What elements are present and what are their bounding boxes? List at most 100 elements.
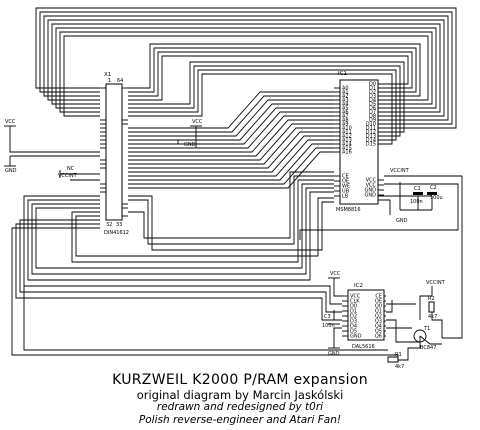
ic1-left-pin-label: A10 [342, 126, 352, 132]
ic2-left-pin-label: D5 [350, 329, 357, 335]
x1-pin-last-left: 32 [106, 222, 112, 228]
x1-body [105, 83, 123, 221]
ic1-right-pin-label: D9 [369, 118, 376, 124]
ic1-left-pin-label: A7 [342, 114, 349, 120]
ic2-right-pin-label: Q6 [375, 334, 382, 340]
ic1-left-pin-label: A1 [342, 90, 349, 96]
c2-ref: C2 [430, 185, 437, 191]
r2-value: 4k7 [428, 314, 437, 320]
ic1-left-pin-label: A13 [342, 138, 352, 144]
nc-label-left: NC [67, 166, 75, 172]
ic2-left-pin-label: D0 [350, 304, 357, 310]
ic1-right-pin-label: D0 [369, 82, 376, 88]
ic1-ctrl-pin-label: CE [342, 174, 349, 180]
ic2-left-pin-label: CLK [350, 299, 360, 305]
gnd-label-ic1: GND [396, 218, 408, 224]
vccint-label-left: VCCINT [58, 173, 78, 179]
gnd-label-mid: GND [184, 142, 196, 148]
ic1-right-pin-label: D7 [369, 110, 376, 116]
ic2-power-wiring [328, 277, 342, 349]
caption-title: KURZWEIL K2000 P/RAM expansion [112, 372, 368, 388]
vccint-label-ic1: VCCINT [390, 168, 410, 174]
ic1-left-pins: A0A1A2A3A4A5A6A7A8A9A10A11A12A13A14A15A1… [334, 86, 352, 156]
x1-pin-last-right: 33 [116, 222, 122, 228]
ic1-right-pin-label: D4 [369, 98, 376, 104]
ic1-left-pin-label: A3 [342, 98, 349, 104]
r2-ref: R2 [428, 296, 435, 302]
t1-ref: T1 [423, 326, 430, 332]
vccint-label-t1: VCCINT [426, 280, 446, 286]
ic1-pwr-pin-label: GND [365, 193, 377, 199]
t1-part: BC847 [420, 345, 436, 351]
ic1-ctrl-pin-label: UB [342, 189, 350, 195]
ic1-left-pin-label: A14 [342, 142, 352, 148]
ic1-left-pin-label: A16 [342, 150, 352, 156]
c2-capacitor: C2 100u [427, 185, 443, 201]
ic1-left-pin-label: A4 [342, 102, 349, 108]
control-wiring [11, 171, 399, 360]
ic1-right-pin-label: D14 [366, 138, 376, 144]
ic2-right-pin-label: Q2 [375, 314, 382, 320]
ic2-left-pin-label: D4 [350, 324, 357, 330]
r1-resistor: R1 4k7 [387, 352, 404, 370]
ic1-right-pin-label: D5 [369, 102, 376, 108]
ic1-right-pin-label: D2 [369, 90, 376, 96]
x1-ref: X1 [104, 72, 111, 78]
x1-connector: X1 1 64 32 33 DIN41612 [100, 72, 129, 236]
ic2-body [347, 289, 385, 341]
ic2-ref: IC2 [354, 283, 363, 289]
ic1-ctrl-pin-label: LB [342, 194, 349, 200]
ic1-chip: IC1 MSM8816 A0A1A2A3A4A5A6A7A8A9A10A11A1… [334, 71, 384, 213]
ic1-right-pin-label: D10 [366, 122, 376, 128]
caption-redrawn: redrawn and redesigned by t0ri [156, 401, 324, 413]
c3-ref: C3 [324, 314, 331, 320]
ic1-ctrl-pin-label: WE [342, 184, 350, 190]
t1-transistor: T1 BC847 [413, 326, 436, 351]
ic1-right-pin-label: D8 [369, 114, 376, 120]
ic1-body [339, 79, 379, 205]
vcc-label-ic2: VCC [330, 271, 341, 277]
ic2-right-pin-label: Q0 [375, 304, 382, 310]
ic1-right-pin-label: D13 [366, 134, 376, 140]
ic2-left-pin-label: GND [350, 334, 362, 340]
ic2-part: DAL5616 [352, 344, 375, 350]
ic1-part: MSM8816 [336, 207, 361, 213]
ic2-right-pin-label: CE [375, 294, 382, 300]
ic1-left-pin-label: A5 [342, 106, 349, 112]
ic1-right-pin-label: D3 [369, 94, 376, 100]
ic1-left-pin-label: A15 [342, 146, 352, 152]
ic1-pwr-pin-label: VCC [366, 178, 377, 184]
c3-value: 100n [322, 323, 335, 329]
caption-footer: Polish reverse-engineer and Atari Fan! [138, 414, 342, 426]
ic2-left-pin-label: VCC [350, 294, 361, 300]
ic2-right-pin-label: Q3 [375, 319, 382, 325]
ic1-right-pin-label: D12 [366, 130, 376, 136]
ic1-left-pin-label: A11 [342, 130, 352, 136]
gnd-label-ic2: GND [328, 351, 340, 357]
vcc-label-left: VCC [5, 119, 16, 125]
x1-pin-first-right: 64 [117, 78, 123, 84]
ic2-right-pin-label: Q1 [375, 309, 382, 315]
ic1-left-pin-label: A2 [342, 94, 349, 100]
ic1-pwr-pin-label: VCC [366, 183, 377, 189]
ic1-left-pin-label: A12 [342, 134, 352, 140]
c2-value: 100u [430, 195, 443, 201]
c1-capacitor: C1 100n [410, 186, 423, 205]
ic2-left-pin-label: D1 [350, 309, 357, 315]
ic2-left-pin-label: D3 [350, 319, 357, 325]
ic1-pwr-pin-label: GND [365, 188, 377, 194]
c1-ref: C1 [414, 186, 421, 192]
r1-ref: R1 [395, 352, 402, 358]
r1-value: 4k7 [395, 364, 404, 370]
x1-part: DIN41612 [104, 230, 129, 236]
ic1-ctrl-pin-label: OE [342, 179, 349, 185]
ic1-left-pin-label: A6 [342, 110, 349, 116]
vcc-label-mid: VCC [192, 119, 203, 125]
caption-original: original diagram by Marcin Jaskólski [136, 388, 344, 402]
